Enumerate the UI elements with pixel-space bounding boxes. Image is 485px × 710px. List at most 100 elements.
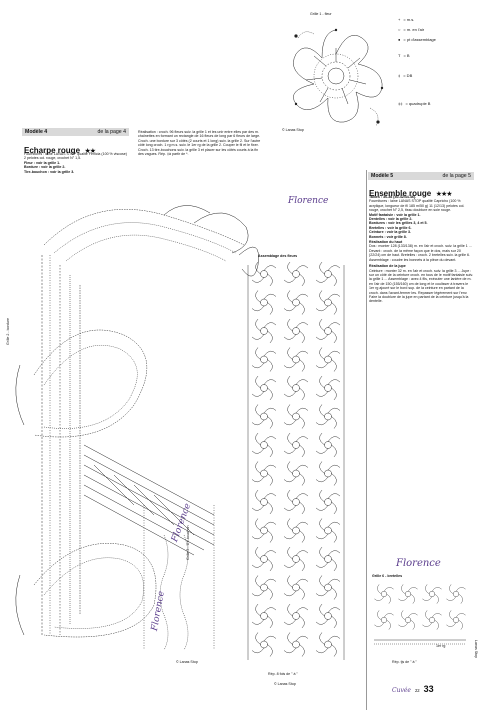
grid2-label: Grille 2 - bordure xyxy=(6,318,10,345)
flower-motif xyxy=(315,603,341,629)
legend-item: T= B xyxy=(398,50,478,60)
legend-text: = pt d'assemblage xyxy=(403,36,436,42)
strap-motif xyxy=(446,584,466,604)
model5-haut-text: Dos : monter 128 (133/138) m. en l'air e… xyxy=(369,244,472,262)
flower-motif xyxy=(315,318,341,344)
legend-text: = DB xyxy=(403,72,413,78)
footer-brand: Cuvée xyxy=(392,687,411,694)
model4-stars: ★★ xyxy=(84,148,96,155)
legend-symbol: + xyxy=(398,16,401,22)
model4-supplies: Fournitures : laine LANAS STOP qualité F… xyxy=(24,152,128,174)
strap-motif xyxy=(422,584,442,604)
model4-realisation: Réalisation : croch. 96 fleurs suiv. la … xyxy=(138,130,261,157)
flower-motif xyxy=(283,261,309,287)
assembly-title: Assemblage des fleurs xyxy=(258,254,298,258)
legend-text: = m. en l'air xyxy=(403,26,425,32)
model4-title-block: Echarpe rouge ★★ xyxy=(24,140,132,158)
signature-florence-right: Florence xyxy=(396,558,441,569)
flower-motif xyxy=(315,432,341,458)
grid6-label: Grille 6 - bretelles xyxy=(372,574,403,578)
legend-text: = quadruple B xyxy=(405,100,431,106)
flower-motif xyxy=(283,347,309,372)
flower-motif xyxy=(251,461,277,486)
legend-symbol: ○ xyxy=(398,26,401,32)
model5-header: Modèle 5 de la page 5 xyxy=(368,172,474,180)
center-credit: © Lanas Stop xyxy=(274,682,296,686)
flower-motif xyxy=(251,404,277,429)
flower-motif xyxy=(315,461,341,486)
legend-symbol: ‡‡ xyxy=(398,100,403,106)
model5-stars: ★★★ xyxy=(435,191,453,198)
strap-motif xyxy=(374,610,394,630)
model5-haut-title: Réalisation du haut xyxy=(369,240,403,245)
flower-motif xyxy=(251,290,277,315)
model4-credit: © Lanas Stop xyxy=(176,660,198,664)
flower-motif xyxy=(283,432,309,458)
border-chart xyxy=(15,205,259,651)
model5-jupe-text: Ceinture : monter 32 m. en l'air et croc… xyxy=(369,268,474,304)
flower-motif xyxy=(251,318,277,344)
legend-item: ●= pt d'assemblage xyxy=(398,34,478,44)
flower-motif xyxy=(251,261,277,287)
legend-symbol: ‡ xyxy=(398,72,401,78)
model5-bretelles: Bretelles : voir la grille 6. xyxy=(369,225,412,230)
model5-bonnets: Bonnets : voir grille 8. xyxy=(369,234,407,239)
flower-motif xyxy=(283,461,309,486)
model5-jupe-title: Réalisation de la jupe xyxy=(369,264,406,269)
legend-item: ‡= DB xyxy=(398,70,478,80)
flower-motif xyxy=(251,347,277,372)
footer-issue: 22 xyxy=(414,688,420,693)
top-chart-credit: © Lanas Stop xyxy=(282,128,304,132)
flower-motif xyxy=(283,518,309,543)
model5-column xyxy=(366,170,475,710)
model5-title: Ensemble rouge xyxy=(369,189,432,198)
model5-bordures: Bordures : voir les grilles 3, 4 et 5. xyxy=(369,221,428,226)
model4-bordure: Bordure : voir la grille 2. xyxy=(24,165,66,170)
legend-text: = m.s. xyxy=(403,16,415,22)
strap-motif xyxy=(398,584,418,604)
model4-tire: Tire-bouchon : voir la grille 3. xyxy=(24,169,75,174)
top-flower-chart xyxy=(293,28,384,127)
model5-text: Tailles : 36-38 (40-42/44-46). Fournitur… xyxy=(369,195,473,304)
model5-ceinture: Ceinture : voir la grille 3. xyxy=(369,230,411,235)
model4-title: Echarpe rouge xyxy=(24,146,81,155)
model5-title-block: Ensemble rouge ★★★ xyxy=(369,183,477,201)
side-credit: Lanas Stop xyxy=(474,640,478,659)
top-grid-label: Grille 1 - fleur xyxy=(310,12,332,16)
flower-motif xyxy=(315,290,341,315)
assembly-chart xyxy=(247,261,345,660)
flower-motif xyxy=(251,603,277,629)
flower-motif xyxy=(315,489,341,515)
model4-header: Modèle 4 de la page 4 xyxy=(22,128,129,136)
flower-motif xyxy=(315,632,341,657)
strap-chart xyxy=(374,584,466,645)
signature-florence-top: Florence xyxy=(288,196,329,206)
model5-motif: Motif fantaisie : voir la grille 1. xyxy=(369,212,421,217)
flower-motif xyxy=(251,632,277,657)
model5-supplies: Fournitures : laine LANAS STOP qualité C… xyxy=(369,199,465,213)
model4-header-right: de la page 4 xyxy=(97,129,126,135)
flower-motif xyxy=(283,489,309,515)
footer: Cuvée 22 33 xyxy=(392,684,434,694)
flower-motif xyxy=(283,375,309,401)
flower-motif xyxy=(283,546,309,572)
assembly-rep: Rép. 8 fois de " à " xyxy=(268,672,298,676)
model5-dentelles: Dentelles : voir la grille 2. xyxy=(369,217,413,222)
model5-header-right: de la page 5 xyxy=(442,173,471,179)
legend-item: ○= m. en l'air xyxy=(398,24,478,34)
flower-motif xyxy=(283,575,309,600)
flower-motif xyxy=(251,432,277,458)
flower-motif xyxy=(315,575,341,600)
symbol-legend: += m.s. ○= m. en l'air ●= pt d'assemblag… xyxy=(398,14,478,108)
flower-motif xyxy=(315,404,341,429)
flower-motif xyxy=(251,489,277,515)
strap-motif xyxy=(374,584,394,604)
flower-motif xyxy=(283,632,309,657)
page-number: 33 xyxy=(423,684,434,694)
flower-motif xyxy=(315,375,341,401)
flower-motif xyxy=(315,347,341,372)
legend-item: += m.s. xyxy=(398,14,478,24)
legend-symbol: ● xyxy=(398,36,401,42)
strap-motif xyxy=(446,610,466,630)
flower-motif xyxy=(251,375,277,401)
